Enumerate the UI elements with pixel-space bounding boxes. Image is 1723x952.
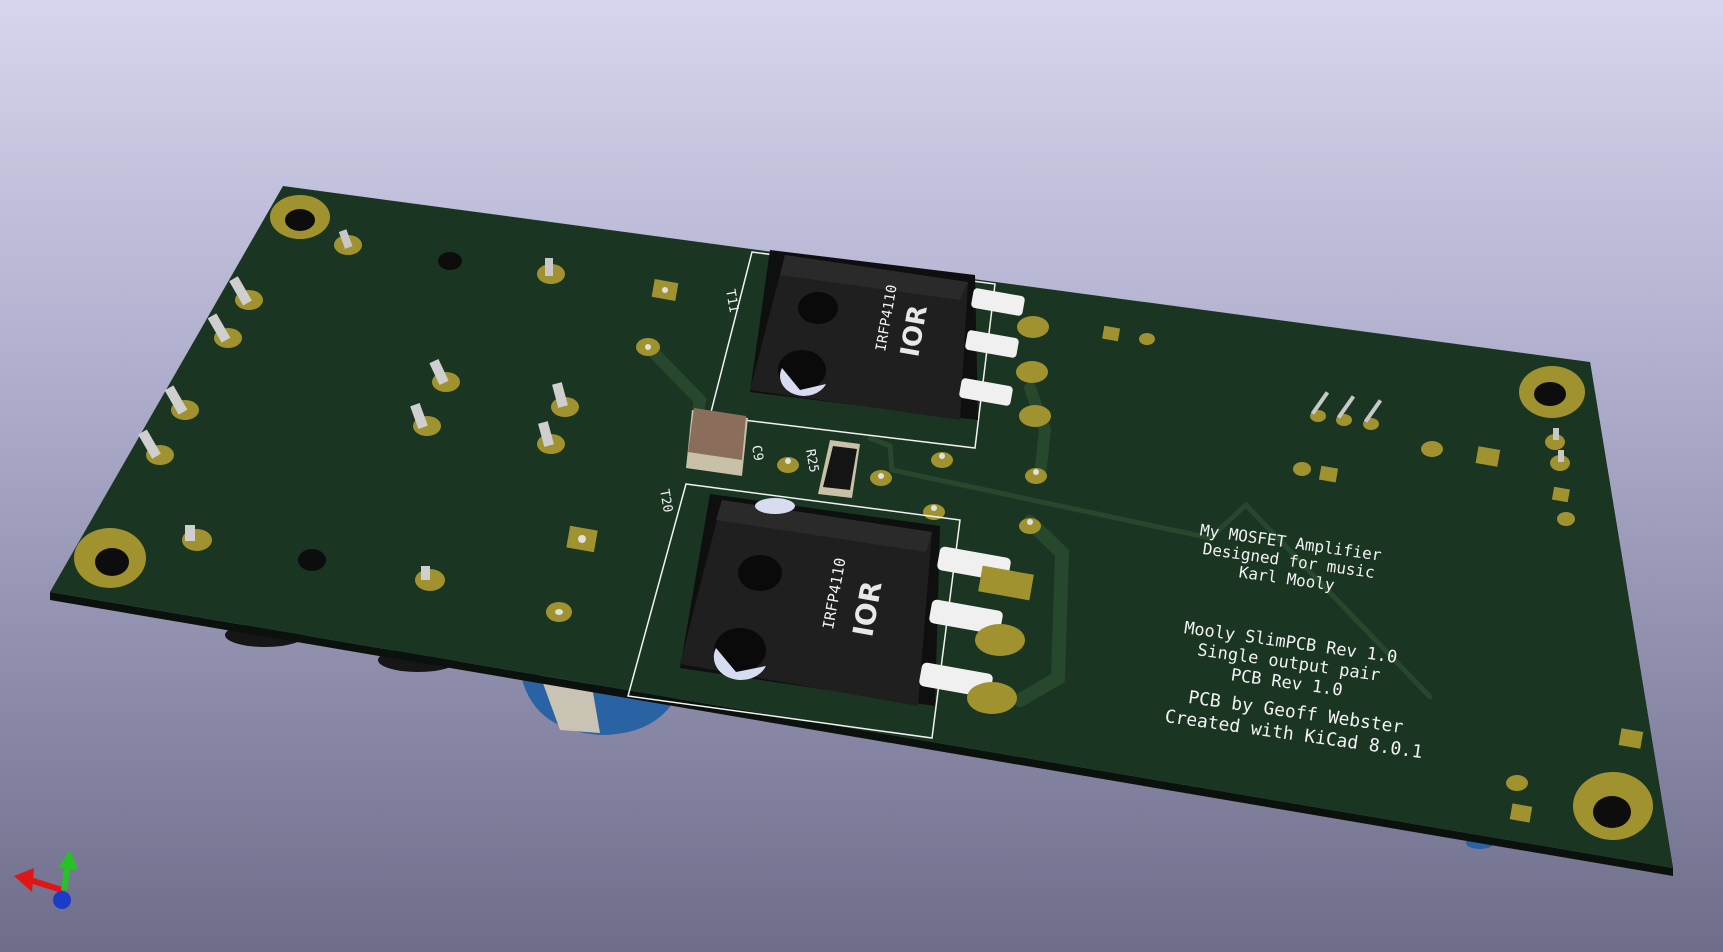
axis-gizmo	[14, 850, 78, 909]
x-axis-arrow-icon	[14, 868, 63, 893]
y-axis-arrow-icon	[58, 850, 78, 891]
label-t20: T20	[656, 488, 675, 514]
mounting-holes	[74, 195, 1653, 840]
label-c9: C9	[748, 444, 765, 462]
label-t11: T11	[722, 288, 741, 314]
mosfet-t11[interactable]	[750, 250, 1051, 427]
capacitor-c9[interactable]	[686, 408, 748, 476]
mosfet-t20[interactable]	[680, 494, 1034, 714]
label-r25: R25	[802, 448, 821, 474]
pcb-edge	[50, 592, 1673, 876]
resistor-r25[interactable]	[818, 440, 860, 498]
through-hole-pads	[138, 229, 1644, 823]
z-axis-arrow-icon	[53, 891, 71, 909]
